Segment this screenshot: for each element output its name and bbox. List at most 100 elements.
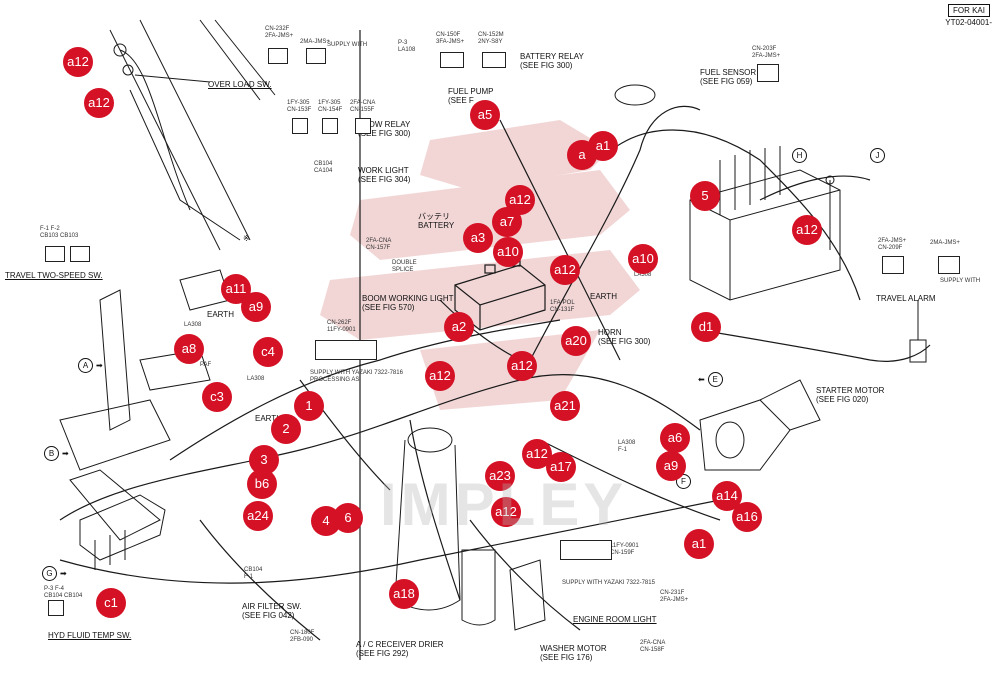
callout-badge[interactable]: a7 (492, 207, 522, 237)
callout-badge[interactable]: 2 (271, 414, 301, 444)
callout-badge[interactable]: a12 (491, 497, 521, 527)
label-la308-center: LA308 (247, 376, 265, 382)
callout-badge[interactable]: 1 (294, 391, 324, 421)
callout-badge[interactable]: b6 (247, 469, 277, 499)
callout-badge[interactable]: 5 (690, 181, 720, 211)
callout-badge[interactable]: a3 (463, 223, 493, 253)
callout-badge[interactable]: a12 (507, 351, 537, 381)
callout-badge[interactable]: a6 (660, 423, 690, 453)
callout-badge[interactable]: a18 (389, 579, 419, 609)
label-earth-center: EARTH (590, 292, 617, 301)
callout-badge[interactable]: a20 (561, 326, 591, 356)
label-la308-right: LA308 (634, 272, 652, 278)
connector-icon (938, 256, 960, 274)
label-supply-top: SUPPLY WITH (327, 42, 368, 48)
label-over-load-sw: OVER LOAD SW. (208, 80, 272, 89)
boom-arm-drawing (109, 19, 276, 251)
connector-icon (757, 64, 779, 82)
callout-badge[interactable]: a17 (546, 452, 576, 482)
callout-badge[interactable]: a16 (732, 502, 762, 532)
view-marker-a: A➡ (78, 358, 103, 373)
label-earth-bottom: EARTH (255, 414, 282, 423)
connector-icon (560, 540, 612, 560)
starter-motor-drawing (699, 379, 821, 471)
connector-icon (306, 48, 326, 64)
connector-code-cn209: 2FA-JMS+CN-209F (878, 238, 907, 251)
header-tag: FOR KAI (947, 4, 990, 17)
callout-badge[interactable]: a12 (522, 439, 552, 469)
connector-icon (482, 52, 506, 68)
label-paf: PAF (200, 362, 212, 368)
tanks-drawing (394, 84, 656, 631)
callout-badge[interactable]: a12 (63, 47, 93, 77)
connector-icon (268, 48, 288, 64)
callout-badge[interactable]: a9 (656, 451, 686, 481)
callout-badge[interactable]: a8 (174, 334, 204, 364)
label-work-light: WORK LIGHT(SEE FIG 304) (358, 166, 411, 184)
callout-badge[interactable]: a12 (505, 185, 535, 215)
callout-badge[interactable]: a9 (241, 292, 271, 322)
callout-badge[interactable]: c1 (96, 588, 126, 618)
view-marker-e: ⬅E (698, 372, 726, 387)
callout-badge[interactable]: c3 (202, 382, 232, 412)
label-supply-yazaki-2: SUPPLY WITH YAZAKI 7322-7815 (562, 580, 655, 586)
callout-badge[interactable]: a23 (485, 461, 515, 491)
callout-badge[interactable]: a5 (470, 100, 500, 130)
callout-badge[interactable]: a10 (628, 244, 658, 274)
label-battery-relay: BATTERY RELAY(SEE FIG 300) (520, 52, 584, 70)
callout-badge[interactable]: a24 (243, 501, 273, 531)
label-ac-receiver-drier: A / C RECEIVER DRIER(SEE FIG 292) (356, 640, 444, 658)
connector-icon (355, 118, 371, 134)
callout-badge[interactable]: a12 (792, 215, 822, 245)
callout-badge[interactable]: a12 (425, 361, 455, 391)
label-fuel-pump: FUEL PUMP(SEE F (448, 87, 494, 105)
callout-badge[interactable]: 6 (333, 503, 363, 533)
label-boom-working-light: BOOM WORKING LIGHT(SEE FIG 570) (362, 294, 454, 312)
callout-badge[interactable]: a12 (550, 255, 580, 285)
watermark: IMPLEY (380, 471, 628, 538)
view-marker-f: F (676, 474, 694, 489)
callout-badge[interactable]: a2 (444, 312, 474, 342)
label-air-filter-sw: AIR FILTER SW.(SEE FIG 042) (242, 602, 302, 620)
connector-icon (315, 340, 377, 360)
label-horn: HORN(SEE FIG 300) (598, 328, 651, 346)
label-starter-motor: STARTER MOTOR(SEE FIG 020) (816, 386, 885, 404)
callout-badge[interactable]: c4 (253, 337, 283, 367)
callout-badge[interactable]: d1 (691, 312, 721, 342)
callout-badge[interactable]: a (567, 140, 597, 170)
hyd-valve-drawing (79, 494, 166, 570)
label-fuel-sensor: FUEL SENSOR(SEE FIG 059) (700, 68, 757, 86)
label-travel-two-speed-sw: TRAVEL TWO-SPEED SW. (5, 271, 103, 280)
callout-badge[interactable]: a21 (550, 391, 580, 421)
label-washer-motor: WASHER MOTOR(SEE FIG 176) (540, 644, 607, 662)
callout-badge[interactable]: a1 (684, 529, 714, 559)
connector-icon (882, 256, 904, 274)
callout-badge[interactable]: a10 (493, 237, 523, 267)
label-travel-alarm: TRAVEL ALARM (876, 294, 936, 303)
connector-icon (292, 118, 308, 134)
callout-badge[interactable]: a12 (84, 88, 114, 118)
connector-icon (322, 118, 338, 134)
view-marker-g: G➡ (42, 566, 67, 581)
